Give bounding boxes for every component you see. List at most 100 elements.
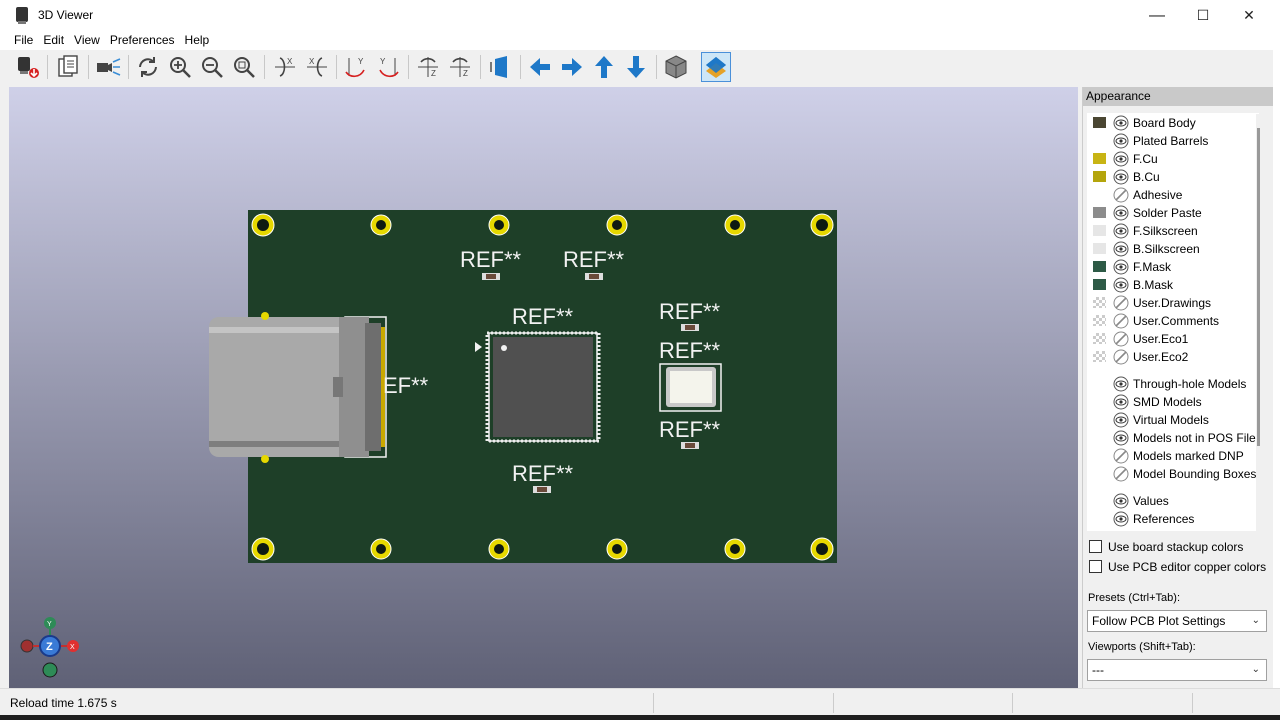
layer-row-plated-barrels[interactable]: Plated Barrels (1087, 132, 1259, 150)
zoom-fit-button[interactable] (229, 52, 259, 82)
eye-hidden-icon[interactable] (1113, 313, 1129, 329)
layer-list-scroll-thumb[interactable] (1257, 128, 1260, 446)
layer-row-f-cu[interactable]: F.Cu (1087, 150, 1259, 168)
model-row-not-in-pos[interactable]: Models not in POS File (1087, 429, 1259, 447)
rotate-y-ccw-button[interactable]: Y (373, 52, 403, 82)
use-stackup-colors-row[interactable]: Use board stackup colors (1088, 537, 1273, 557)
rotate-x-ccw-button[interactable]: X (302, 52, 332, 82)
ortho-button[interactable] (661, 52, 691, 82)
qfn-ic (475, 331, 601, 443)
eye-icon[interactable] (1113, 259, 1129, 275)
menu-edit[interactable]: Edit (43, 33, 65, 47)
eye-icon[interactable] (1113, 493, 1129, 509)
color-swatch[interactable] (1093, 117, 1106, 128)
eye-icon[interactable] (1113, 205, 1129, 221)
reload-button[interactable] (133, 52, 163, 82)
eye-hidden-icon[interactable] (1113, 331, 1129, 347)
export-image-button[interactable] (12, 52, 42, 82)
menu-view[interactable]: View (74, 33, 100, 47)
eye-icon[interactable] (1113, 511, 1129, 527)
eye-icon[interactable] (1113, 169, 1129, 185)
text-row-references[interactable]: References (1087, 510, 1259, 528)
eye-icon[interactable] (1113, 277, 1129, 293)
pan-right-button[interactable] (557, 52, 587, 82)
layer-row-b-mask[interactable]: B.Mask (1087, 276, 1259, 294)
layer-row-user-eco1[interactable]: User.Eco1 (1087, 330, 1259, 348)
color-swatch[interactable] (1093, 225, 1106, 236)
eye-icon[interactable] (1113, 223, 1129, 239)
model-row-bounding-boxes[interactable]: Model Bounding Boxes (1087, 465, 1259, 483)
layer-row-f-mask[interactable]: F.Mask (1087, 258, 1259, 276)
layer-row-user-comments[interactable]: User.Comments (1087, 312, 1259, 330)
close-button[interactable]: ✕ (1243, 7, 1255, 23)
layer-row-b-cu[interactable]: B.Cu (1087, 168, 1259, 186)
color-swatch[interactable] (1093, 297, 1106, 308)
color-swatch[interactable] (1093, 333, 1106, 344)
eye-icon[interactable] (1113, 241, 1129, 257)
minimize-button[interactable]: — (1149, 6, 1165, 24)
eye-icon[interactable] (1113, 394, 1129, 410)
app-icon (16, 7, 28, 24)
arrow-up-icon (595, 56, 613, 78)
color-swatch[interactable] (1093, 279, 1106, 290)
eye-icon[interactable] (1113, 430, 1129, 446)
eye-hidden-icon[interactable] (1113, 295, 1129, 311)
eye-hidden-icon[interactable] (1113, 448, 1129, 464)
model-row-smd[interactable]: SMD Models (1087, 393, 1259, 411)
layer-row-f-silkscreen[interactable]: F.Silkscreen (1087, 222, 1259, 240)
flip-board-button[interactable] (485, 52, 515, 82)
use-pcb-copper-colors-row[interactable]: Use PCB editor copper colors (1088, 557, 1273, 577)
menu-file[interactable]: File (14, 33, 34, 47)
maximize-button[interactable]: ☐ (1196, 7, 1210, 23)
eye-icon[interactable] (1113, 115, 1129, 131)
layer-row-user-eco2[interactable]: User.Eco2 (1087, 348, 1259, 366)
model-row-dnp[interactable]: Models marked DNP (1087, 447, 1259, 465)
viewports-label: Viewports (Shift+Tab): (1088, 641, 1196, 653)
layer-name: F.Cu (1133, 152, 1158, 166)
rotate-y-cw-button[interactable]: Y (341, 52, 371, 82)
layer-row-adhesive[interactable]: Adhesive (1087, 186, 1259, 204)
layer-row-user-drawings[interactable]: User.Drawings (1087, 294, 1259, 312)
eye-icon[interactable] (1113, 412, 1129, 428)
layer-row-solder-paste[interactable]: Solder Paste (1087, 204, 1259, 222)
layer-name: User.Comments (1133, 314, 1220, 328)
layer-row-board-body[interactable]: Board Body (1087, 114, 1259, 132)
text-row-values[interactable]: Values (1087, 492, 1259, 510)
presets-select[interactable]: Follow PCB Plot Settings ⌄ (1087, 610, 1267, 632)
model-row-through-hole[interactable]: Through-hole Models (1087, 375, 1259, 393)
color-swatch[interactable] (1093, 207, 1106, 218)
viewports-select[interactable]: --- ⌄ (1087, 659, 1267, 681)
model-row-virtual[interactable]: Virtual Models (1087, 411, 1259, 429)
pan-down-button[interactable] (621, 52, 651, 82)
3d-viewport[interactable]: REF** REF** REF** REF** REF** REF** REF*… (9, 87, 1078, 688)
eye-hidden-icon[interactable] (1113, 349, 1129, 365)
export-image-icon (18, 57, 39, 78)
zoom-in-button[interactable] (165, 52, 195, 82)
color-swatch[interactable] (1093, 315, 1106, 326)
pan-up-button[interactable] (589, 52, 619, 82)
layers-manager-button[interactable] (701, 52, 731, 82)
menu-preferences[interactable]: Preferences (109, 33, 175, 47)
eye-icon[interactable] (1113, 376, 1129, 392)
color-swatch[interactable] (1093, 153, 1106, 164)
eye-icon[interactable] (1113, 151, 1129, 167)
color-swatch[interactable] (1093, 261, 1106, 272)
use-stackup-colors-checkbox[interactable] (1089, 540, 1102, 553)
rotate-x-cw-button[interactable]: X (270, 52, 300, 82)
menu-help[interactable]: Help (184, 33, 210, 47)
eye-hidden-icon[interactable] (1113, 187, 1129, 203)
color-swatch[interactable] (1093, 171, 1106, 182)
zoom-out-button[interactable] (197, 52, 227, 82)
copy-button[interactable] (53, 52, 83, 82)
eye-hidden-icon[interactable] (1113, 466, 1129, 482)
rotate-z-cw-button[interactable]: Z (413, 52, 443, 82)
use-pcb-copper-colors-checkbox[interactable] (1089, 560, 1102, 573)
pan-left-button[interactable] (525, 52, 555, 82)
ref-label-y1: REF** (659, 338, 721, 363)
raytrace-button[interactable] (93, 52, 123, 82)
rotate-z-ccw-button[interactable]: Z (445, 52, 475, 82)
layer-row-b-silkscreen[interactable]: B.Silkscreen (1087, 240, 1259, 258)
color-swatch[interactable] (1093, 351, 1106, 362)
color-swatch[interactable] (1093, 243, 1106, 254)
eye-icon[interactable] (1113, 133, 1129, 149)
